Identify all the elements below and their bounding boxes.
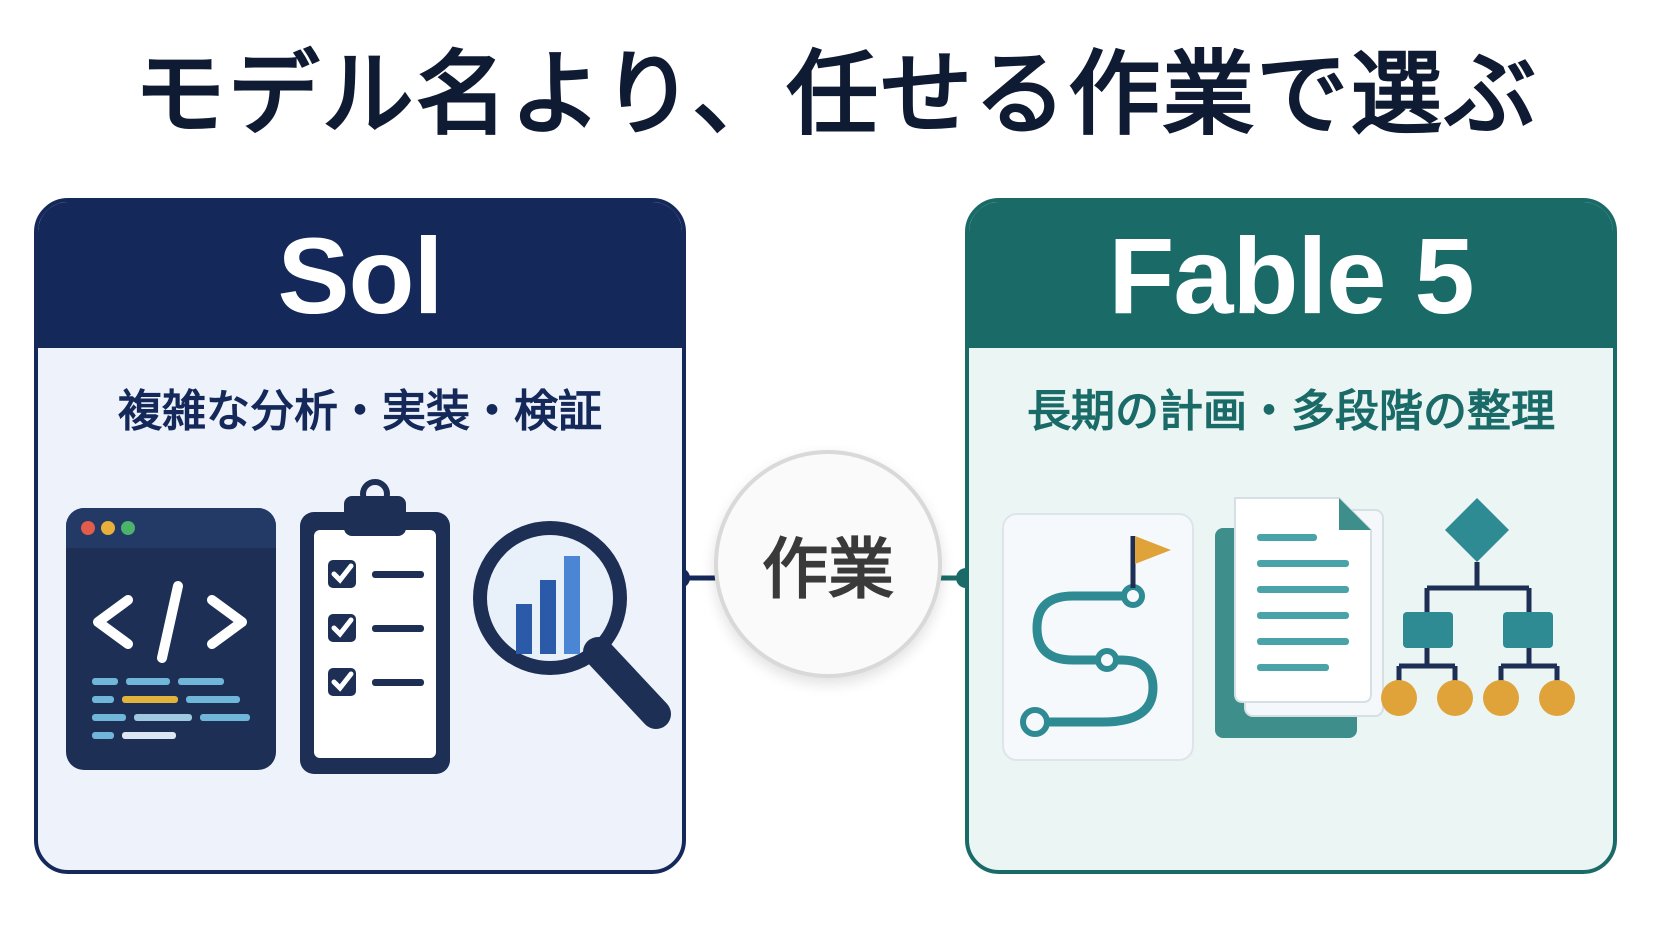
code-window-icon bbox=[66, 508, 276, 770]
center-task-circle: 作業 bbox=[714, 450, 942, 678]
fable-panel: Fable 5 長期の計画・多段階の整理 bbox=[965, 198, 1617, 874]
center-task-label: 作業 bbox=[762, 531, 894, 608]
magnifier-chart-icon bbox=[473, 521, 671, 729]
page-title: モデル名より、任せる作業で選ぶ bbox=[133, 41, 1539, 148]
sol-panel: Sol 複雑な分析・実装・検証 bbox=[34, 198, 686, 874]
roadmap-flag-icon bbox=[1002, 513, 1194, 761]
hierarchy-icon bbox=[1381, 498, 1575, 716]
sol-icons bbox=[66, 479, 671, 774]
checklist-icon bbox=[300, 479, 450, 774]
sol-panel-header: Sol bbox=[38, 202, 682, 348]
documents-icon bbox=[1215, 497, 1384, 738]
fable-icons bbox=[1002, 497, 1575, 761]
fable-panel-subtitle: 長期の計画・多段階の整理 bbox=[1027, 386, 1555, 437]
fable-panel-header: Fable 5 bbox=[969, 202, 1613, 348]
sol-panel-subtitle: 複雑な分析・実装・検証 bbox=[118, 386, 602, 437]
